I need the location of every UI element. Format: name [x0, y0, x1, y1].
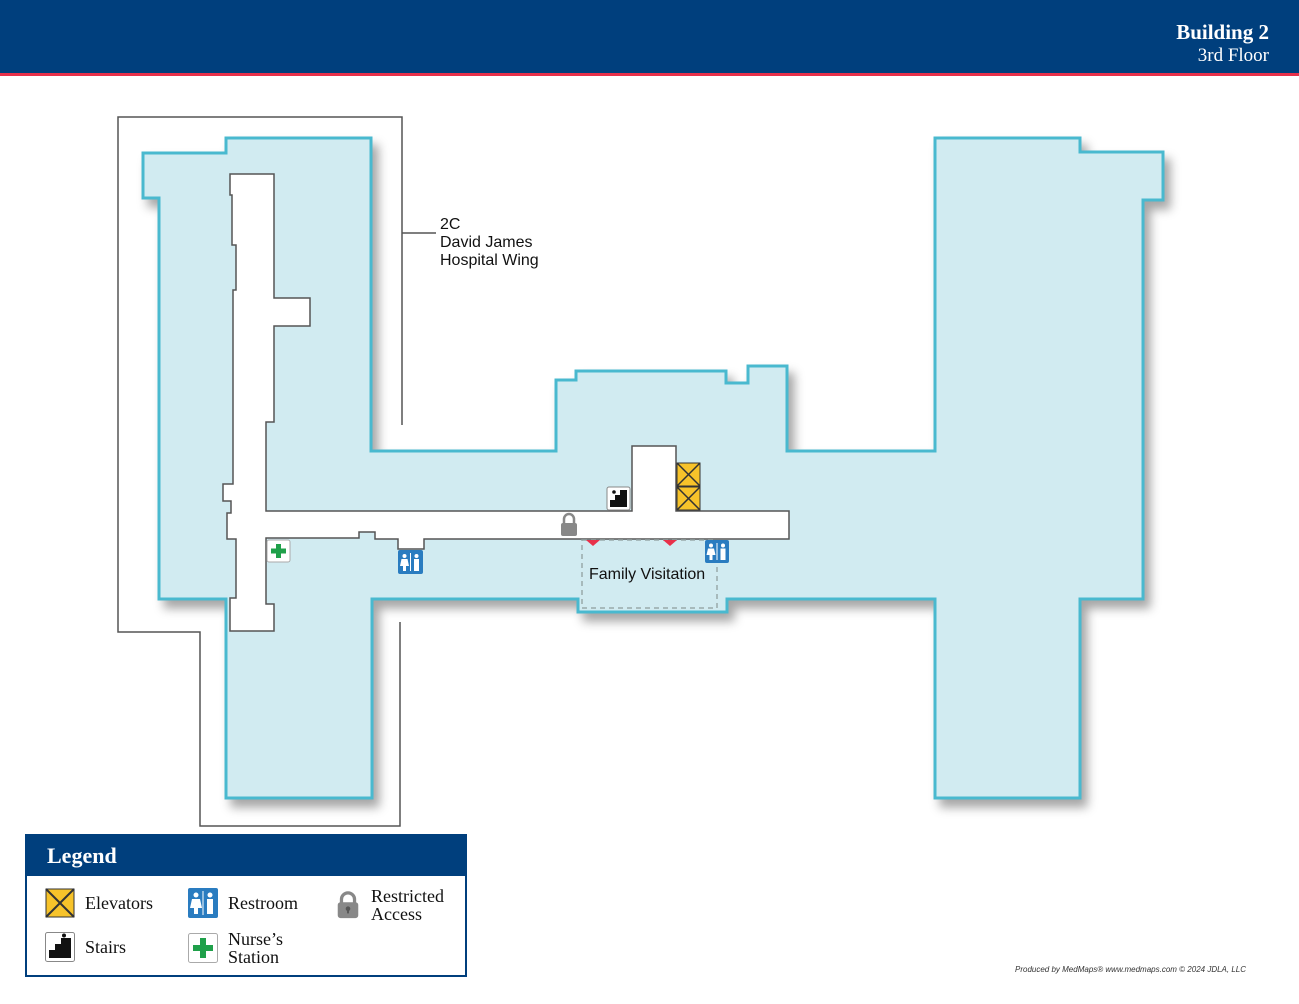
corridor[interactable] [222, 173, 790, 632]
legend-label-elevators: Elevators [85, 893, 153, 913]
legend-label-stairs: Stairs [85, 937, 127, 957]
elevator-icon [45, 888, 75, 918]
header-bar: Building 2 3rd Floor [0, 0, 1299, 76]
floor-title: 3rd Floor [1197, 45, 1269, 66]
lock-icon [337, 891, 359, 919]
legend-label-restricted-line2: Access [371, 904, 422, 924]
lock-icon[interactable] [561, 512, 577, 536]
legend-label-nurse-line1: Nurse’s [228, 929, 283, 949]
wing-outline [117, 116, 403, 827]
restroom-icon[interactable] [398, 550, 423, 574]
legend-label-restroom: Restroom [228, 893, 298, 913]
legend-item-restroom: Restroom [188, 888, 298, 918]
wing-label: 2C David James Hospital Wing [440, 216, 539, 270]
wing-name-line1: David James [440, 234, 533, 251]
restroom-icon [188, 888, 218, 918]
legend-label-restricted-line1: Restricted [371, 886, 444, 906]
legend-item-nurse-station: Nurse’s Station [188, 930, 283, 966]
map-credit: Produced by MedMaps® www.medmaps.com © 2… [1015, 965, 1246, 974]
legend-item-elevators: Elevators [45, 888, 153, 918]
wing-code: 2C [440, 216, 461, 233]
restroom-icon[interactable] [705, 540, 729, 563]
legend-label-restricted: Restricted Access [371, 887, 444, 923]
stairs-icon[interactable] [606, 486, 631, 511]
elevator-icon[interactable] [676, 462, 701, 487]
nurse-station-icon [188, 933, 218, 963]
building-title: Building 2 [1176, 20, 1269, 44]
family-visitation-label: Family Visitation [589, 566, 706, 583]
legend-panel: Legend Elevators Restroom Restricted [25, 834, 467, 977]
legend-item-restricted: Restricted Access [334, 887, 444, 923]
wing-name-line2: Hospital Wing [440, 252, 539, 269]
legend-item-stairs: Stairs [45, 932, 126, 962]
legend-label-nurse-station: Nurse’s Station [228, 930, 283, 966]
door-marker [586, 540, 600, 546]
stairs-icon [45, 932, 75, 962]
legend-label-nurse-line2: Station [228, 947, 280, 967]
legend-title: Legend [27, 836, 465, 876]
elevator-icon[interactable] [676, 486, 701, 511]
door-marker [663, 540, 677, 546]
nurse-station-icon[interactable] [266, 539, 291, 563]
family-visitation-area[interactable] [581, 539, 718, 609]
